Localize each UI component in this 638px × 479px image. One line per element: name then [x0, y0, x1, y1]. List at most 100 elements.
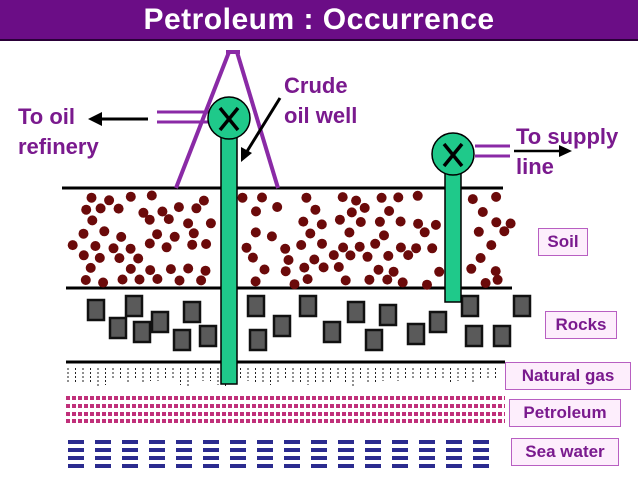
soil-particle: [138, 207, 149, 218]
water-dash: [365, 464, 381, 468]
soil-particle: [133, 253, 144, 264]
water-dash: [95, 464, 111, 468]
water-dash: [338, 456, 354, 460]
water-dash: [176, 448, 192, 452]
rock-block: [428, 310, 448, 334]
soil-particle: [397, 277, 408, 288]
natural-gas-tag: Natural gas: [505, 362, 631, 390]
soil-particle: [505, 218, 516, 229]
soil-particle: [395, 216, 406, 227]
water-dash: [338, 448, 354, 452]
water-dash: [122, 440, 138, 444]
water-dash: [257, 440, 273, 444]
soil-particle: [114, 253, 125, 264]
soil-particle: [174, 275, 185, 286]
soil-particle: [125, 191, 136, 202]
soil-particle: [108, 243, 119, 254]
water-dash: [473, 448, 489, 452]
soil-particle: [384, 206, 395, 216]
soil-particle: [370, 238, 381, 249]
soil-particle: [328, 250, 339, 261]
soil-particle: [413, 218, 424, 229]
water-dash: [311, 464, 327, 468]
water-dash: [392, 456, 408, 460]
soil-particle: [205, 218, 216, 229]
water-dash: [284, 440, 300, 444]
rock-block: [512, 294, 532, 318]
soil-particle: [272, 202, 283, 212]
water-dash: [68, 440, 84, 444]
soil-tag: Soil: [538, 228, 588, 256]
soil-particle: [144, 238, 155, 249]
water-dash: [419, 464, 435, 468]
water-dash: [176, 464, 192, 468]
soil-particle: [78, 228, 89, 239]
soil-particle: [345, 250, 356, 261]
soil-particle: [183, 263, 194, 274]
rock-block: [182, 300, 202, 324]
rock-block: [298, 294, 318, 318]
soil-particle: [344, 227, 355, 238]
to-supply-label: To supply line: [516, 124, 619, 179]
soil-particle: [359, 202, 370, 213]
soil-particle: [198, 195, 209, 206]
soil-particle: [86, 192, 97, 203]
natural-gas-layer: [67, 368, 496, 386]
soil-particle: [259, 264, 270, 275]
water-dash: [284, 448, 300, 452]
water-dash: [284, 464, 300, 468]
soil-particle: [165, 264, 176, 275]
soil-particle: [125, 243, 136, 254]
soil-particle: [298, 216, 309, 227]
soil-particle: [337, 192, 348, 203]
water-dash: [257, 448, 273, 452]
soil-particle: [116, 231, 127, 242]
second-well-pipe: [444, 171, 462, 303]
petroleum-layer: [66, 396, 505, 423]
water-dash: [95, 448, 111, 452]
soil-particle: [134, 274, 145, 285]
soil-particle: [434, 266, 445, 277]
soil-particle: [492, 274, 503, 285]
soil-particle: [477, 207, 488, 217]
soil-particle: [388, 266, 399, 277]
water-dash: [203, 448, 219, 452]
rock-block: [492, 324, 512, 348]
petroleum-tag: Petroleum: [509, 399, 621, 427]
soil-particle: [490, 266, 501, 277]
soil-particle: [316, 219, 327, 230]
soil-particle: [419, 227, 430, 238]
soil-particle: [379, 230, 389, 241]
water-dash: [230, 448, 246, 452]
water-dash: [122, 464, 138, 468]
soil-particle: [250, 227, 261, 238]
soil-particle: [403, 250, 414, 261]
water-dash: [257, 464, 273, 468]
soil-particle: [144, 214, 155, 225]
soil-particle: [191, 203, 202, 214]
soil-particle: [280, 243, 291, 254]
rock-layer: [86, 294, 532, 352]
soil-particle: [318, 262, 329, 273]
rock-block: [108, 316, 128, 340]
soil-particle: [99, 226, 110, 237]
water-dash: [446, 456, 462, 460]
sea-water-layer: [68, 440, 489, 468]
soil-particle: [183, 218, 194, 229]
water-dash: [257, 456, 273, 460]
soil-particle: [125, 263, 136, 274]
soil-particle: [296, 240, 307, 250]
water-dash: [95, 440, 111, 444]
water-dash: [230, 440, 246, 444]
soil-particle: [67, 240, 78, 251]
soil-particle: [85, 262, 96, 273]
soil-particle: [333, 262, 344, 272]
water-dash: [311, 448, 327, 452]
soil-particle: [338, 242, 349, 253]
rock-block: [246, 294, 266, 318]
soil-particle: [104, 195, 115, 206]
soil-particle: [473, 226, 484, 237]
soil-particle: [80, 275, 91, 285]
soil-particle: [411, 243, 422, 254]
soil-particle: [117, 274, 128, 285]
